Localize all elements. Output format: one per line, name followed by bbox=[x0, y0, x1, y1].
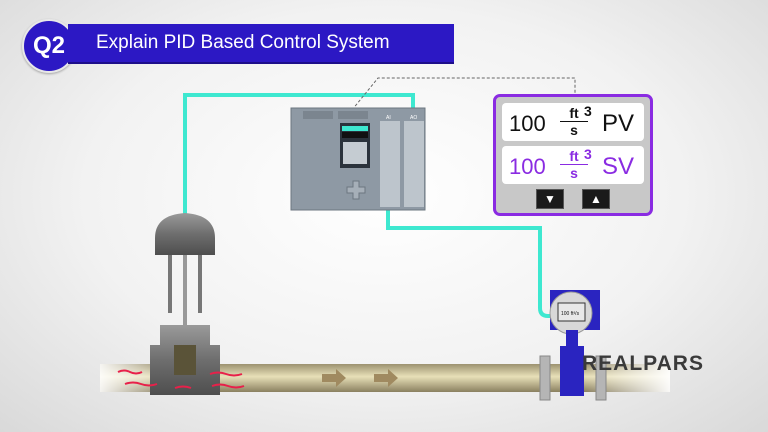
sv-unit-num: ft bbox=[560, 148, 588, 165]
pv-label: PV bbox=[601, 110, 634, 137]
page-title: Explain PID Based Control System bbox=[96, 32, 390, 53]
output-wire bbox=[183, 93, 415, 214]
pv-unit-den: s bbox=[570, 122, 578, 138]
ao-label: AO bbox=[410, 115, 417, 121]
flow-transmitter bbox=[539, 290, 607, 401]
plc-controller bbox=[290, 107, 426, 211]
realpars-logo: REALPARS bbox=[582, 352, 704, 375]
flowmeter-display: 100 ft³/s bbox=[561, 311, 580, 317]
sv-unit-den: s bbox=[570, 165, 578, 181]
sv-unit-exp: 3 bbox=[584, 146, 592, 162]
input-wire bbox=[386, 208, 556, 318]
sv-value[interactable]: 100 bbox=[509, 154, 546, 179]
ai-label: AI bbox=[386, 115, 391, 121]
pv-unit-num: ft bbox=[560, 105, 588, 122]
control-valve bbox=[117, 213, 245, 395]
pv-unit-exp: 3 bbox=[584, 103, 592, 119]
decrease-button[interactable]: ▼ bbox=[536, 189, 564, 209]
flow-arrow-icon bbox=[322, 369, 346, 387]
network-cable bbox=[351, 77, 576, 111]
title-bar: Explain PID Based Control System bbox=[68, 24, 454, 64]
sv-label: SV bbox=[601, 153, 634, 180]
increase-button[interactable]: ▲ bbox=[582, 189, 610, 209]
flow-arrow-icon bbox=[374, 369, 398, 387]
pv-value: 100 bbox=[509, 111, 546, 136]
question-badge: Q2 bbox=[22, 19, 76, 73]
